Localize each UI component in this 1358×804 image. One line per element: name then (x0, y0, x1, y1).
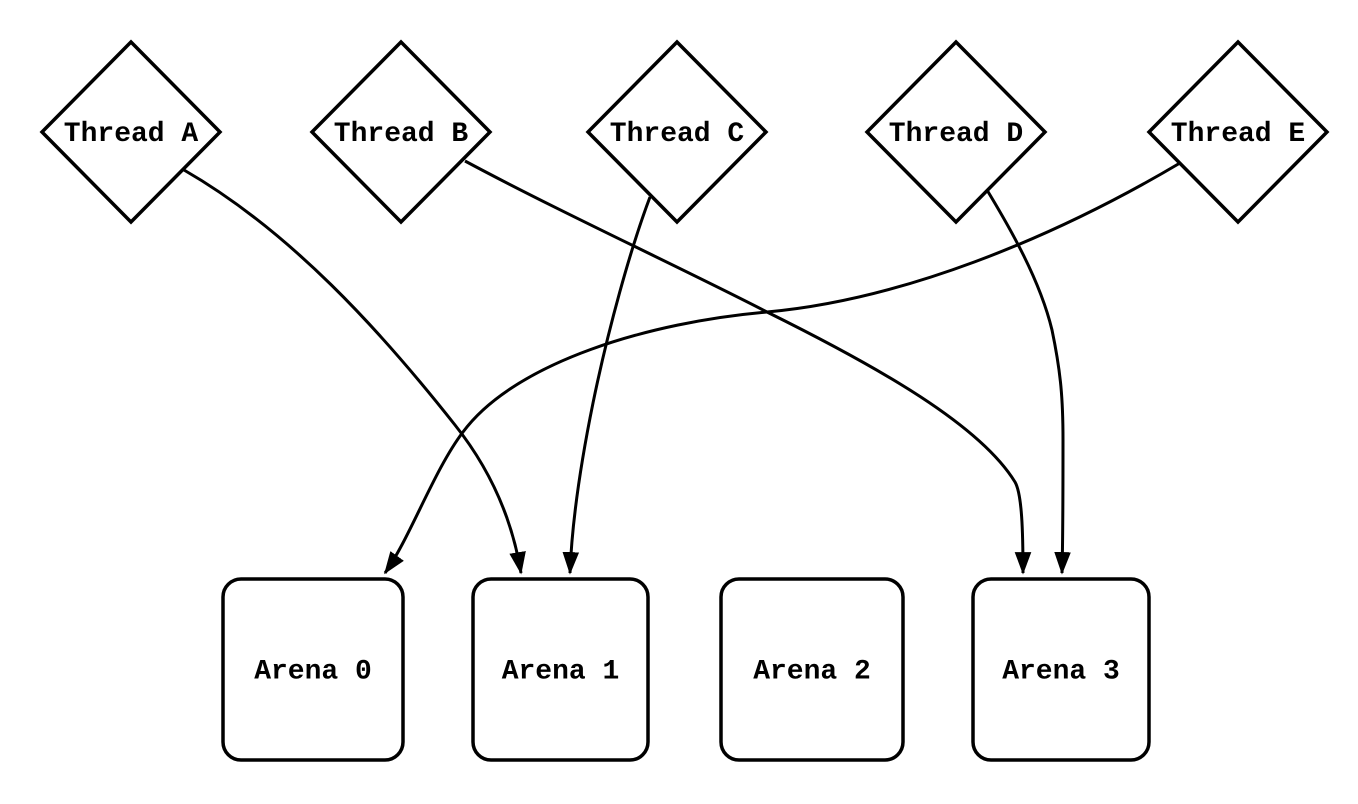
arena-3-box-shape (971, 577, 1151, 762)
thread-c-label: Thread C (610, 119, 745, 150)
thread-e-label: Thread E (1171, 119, 1305, 150)
edge-thread-e-to-arena-0 (383, 161, 1181, 575)
node-arena-3: Arena 3 (971, 577, 1151, 762)
edge-thread-c-to-arena-1 (562, 196, 652, 575)
node-thread-d: Thread D (864, 39, 1048, 225)
arena-0-box-shape (221, 577, 405, 762)
node-thread-b: Thread B (309, 39, 493, 225)
node-thread-e: Thread E (1146, 39, 1330, 225)
thread-e-diamond-shape (1146, 39, 1330, 225)
node-arena-1: Arena 1 (471, 577, 650, 762)
arena-2-box-shape (719, 577, 905, 762)
arena-1-label: Arena 1 (502, 657, 620, 688)
node-thread-a: Thread A (39, 39, 223, 225)
edge-thread-d-to-arena-3 (985, 189, 1071, 575)
thread-c-diamond-shape (585, 39, 769, 225)
thread-a-label: Thread A (64, 119, 199, 150)
node-arena-2: Arena 2 (719, 577, 905, 762)
node-thread-c: Thread C (585, 39, 769, 225)
edge-thread-a-to-arena-1 (183, 168, 526, 575)
arena-2-label: Arena 2 (753, 657, 871, 688)
thread-d-diamond-shape (864, 39, 1048, 225)
thread-b-diamond-shape (309, 39, 493, 225)
edge-thread-b-to-arena-3 (464, 159, 1032, 575)
arena-0-label: Arena 0 (254, 657, 372, 688)
node-arena-0: Arena 0 (221, 577, 405, 762)
thread-a-diamond-shape (39, 39, 223, 225)
arena-1-box-shape (471, 577, 650, 762)
thread-d-label: Thread D (889, 119, 1023, 150)
thread-b-label: Thread B (334, 119, 469, 150)
arena-3-label: Arena 3 (1002, 657, 1120, 688)
